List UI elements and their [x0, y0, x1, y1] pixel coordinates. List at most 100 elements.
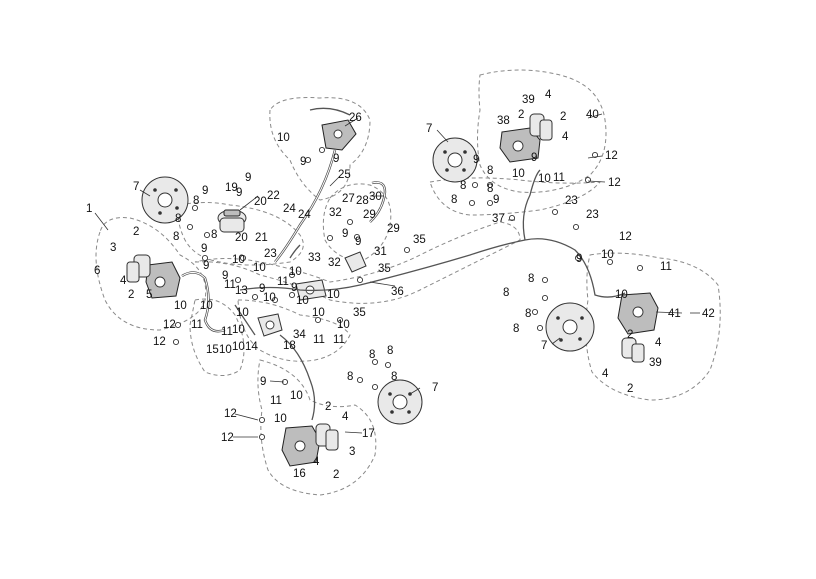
callout-8: 8: [387, 345, 393, 357]
callout-7: 7: [133, 181, 139, 193]
callout-10: 10: [219, 344, 232, 356]
caliper-front-right: [499, 113, 553, 163]
caliper-rear-right: [617, 292, 659, 363]
callout-7: 7: [541, 340, 547, 352]
callout-4: 4: [313, 456, 320, 468]
callout-2: 2: [627, 383, 633, 395]
callout-37: 37: [492, 213, 505, 225]
callout-23: 23: [264, 248, 277, 260]
callout-5: 5: [146, 289, 152, 301]
group-outlines: [95, 69, 721, 496]
brake-fluid-reservoir: [217, 209, 247, 233]
callout-10: 10: [236, 307, 249, 319]
callout-9: 9: [260, 376, 266, 388]
callout-2: 2: [333, 469, 339, 481]
master-cylinder-hand: [309, 107, 357, 151]
callout-41: 41: [668, 308, 681, 320]
callout-24: 24: [283, 203, 296, 215]
callout-10: 10: [277, 132, 290, 144]
callout-2: 2: [325, 401, 331, 413]
callout-2: 2: [518, 109, 524, 121]
callout-8: 8: [451, 194, 457, 206]
callout-2: 2: [627, 329, 633, 341]
callout-11: 11: [221, 326, 233, 338]
callout-15: 15: [206, 344, 219, 356]
brake-disc-front-right: [432, 137, 478, 183]
callout-8: 8: [391, 371, 397, 383]
callout-33: 33: [308, 252, 321, 264]
brake-disc-front-left: [141, 176, 189, 224]
callout-9: 9: [300, 156, 306, 168]
callout-10: 10: [232, 254, 245, 266]
callout-10: 10: [263, 292, 276, 304]
callout-35: 35: [413, 234, 426, 246]
callout-8: 8: [487, 183, 493, 195]
callout-4: 4: [655, 337, 662, 349]
callout-12: 12: [605, 150, 618, 162]
callout-10: 10: [174, 300, 187, 312]
callout-9: 9: [259, 283, 265, 295]
callout-9: 9: [531, 152, 537, 164]
callout-27: 27: [342, 193, 355, 205]
callout-17: 17: [362, 428, 375, 440]
callout-13: 13: [235, 285, 248, 297]
callout-9: 9: [333, 153, 339, 165]
callout-10: 10: [232, 324, 245, 336]
callout-8: 8: [211, 229, 217, 241]
callout-11: 11: [660, 261, 672, 273]
pedal-master-cylinder: [257, 313, 283, 337]
callout-10: 10: [512, 168, 525, 180]
caliper-rear-left: [281, 423, 339, 467]
callout-8: 8: [528, 273, 534, 285]
callout-20: 20: [235, 232, 248, 244]
callout-34: 34: [293, 329, 306, 341]
callout-9: 9: [291, 282, 297, 294]
callout-28: 28: [356, 195, 369, 207]
callout-3: 3: [349, 446, 355, 458]
brake-lines: [181, 149, 626, 421]
callout-10: 10: [337, 319, 350, 331]
callout-11: 11: [191, 319, 203, 331]
callout-9: 9: [493, 194, 499, 206]
callout-19: 19: [225, 182, 238, 194]
callout-8: 8: [503, 287, 509, 299]
callout-9: 9: [203, 260, 209, 272]
callout-10: 10: [327, 289, 340, 301]
callout-8: 8: [173, 231, 179, 243]
callout-10: 10: [253, 262, 266, 274]
callout-23: 23: [586, 209, 599, 221]
callout-9: 9: [222, 270, 228, 282]
callout-7: 7: [432, 382, 438, 394]
callout-12: 12: [224, 408, 237, 420]
callout-32: 32: [329, 207, 342, 219]
fasteners: [172, 146, 644, 441]
callout-4: 4: [602, 368, 609, 380]
callout-21: 21: [255, 232, 268, 244]
callout-32: 32: [328, 257, 341, 269]
callout-12: 12: [153, 336, 166, 348]
callout-26: 26: [349, 112, 362, 124]
callout-30: 30: [369, 191, 382, 203]
callout-8: 8: [525, 308, 531, 320]
callout-4: 4: [562, 131, 569, 143]
callout-9: 9: [355, 236, 361, 248]
callout-10: 10: [538, 173, 551, 185]
callout-11: 11: [277, 276, 289, 288]
callout-18: 18: [283, 340, 296, 352]
callout-35: 35: [353, 307, 366, 319]
callout-6: 6: [94, 265, 100, 277]
caliper-front-left: [126, 254, 181, 299]
callout-29: 29: [387, 223, 400, 235]
callout-2: 2: [128, 289, 134, 301]
callout-8: 8: [347, 371, 353, 383]
callout-12: 12: [221, 432, 234, 444]
callout-2: 2: [560, 111, 566, 123]
callout-8: 8: [175, 213, 181, 225]
callout-42: 42: [702, 308, 715, 320]
callout-11: 11: [553, 172, 565, 184]
callout-9: 9: [236, 187, 242, 199]
callout-9: 9: [202, 185, 208, 197]
callout-31: 31: [374, 246, 387, 258]
callout-11: 11: [333, 334, 345, 346]
